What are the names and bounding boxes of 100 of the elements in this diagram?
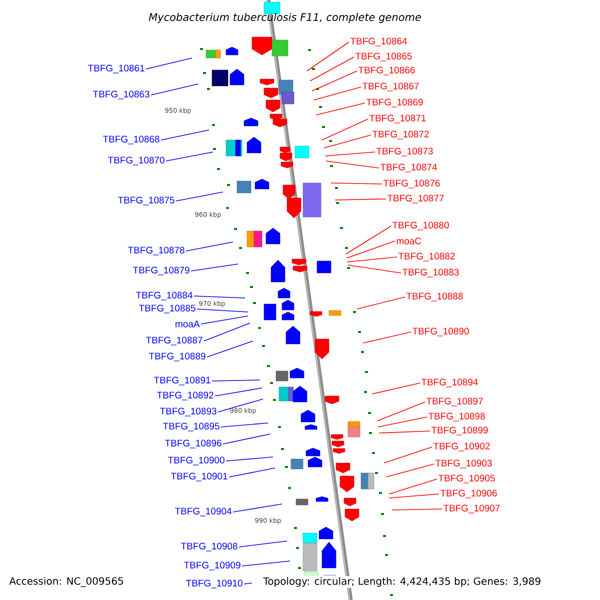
gene-label: TBFG_10905 <box>438 474 495 484</box>
gene-label: TBFG_10878 <box>128 246 184 256</box>
leader-line <box>190 264 238 272</box>
leader-line <box>214 388 262 396</box>
leader-line <box>218 398 264 412</box>
leader-line <box>372 382 420 394</box>
leader-line <box>212 380 260 382</box>
gene-label: TBFG_10877 <box>387 194 444 204</box>
gene-label: TBFG_10910 <box>186 580 242 588</box>
leader-line <box>356 296 406 310</box>
gene-label: TBFG_10892 <box>157 392 214 400</box>
leader-line <box>330 182 382 184</box>
gene-label: TBFG_10866 <box>358 66 415 76</box>
leader-line <box>362 332 412 344</box>
gene-label: TBFG_10872 <box>372 130 429 140</box>
leader-line <box>306 42 350 72</box>
leader-line <box>206 340 254 358</box>
leader-line <box>310 56 354 82</box>
leader-line <box>232 504 282 512</box>
gene-label: TBFG_10889 <box>149 352 206 362</box>
leader-line <box>392 508 442 510</box>
gene-label: TBFG_10893 <box>160 408 216 416</box>
leader-line <box>160 130 210 140</box>
genome-info-text: Topology: circular; Length: 4,424,435 bp; Genes: 3,989 <box>262 576 542 588</box>
leader-line <box>346 226 392 254</box>
gene-label: TBFG_10887 <box>146 336 202 346</box>
gene-label: TBFG_10909 <box>184 562 240 570</box>
leader-line <box>226 456 274 462</box>
gene-label: TBFG_10896 <box>165 440 222 448</box>
leader-line <box>228 468 276 478</box>
gene-label: TBFG_10888 <box>406 292 463 302</box>
leader-line <box>186 242 234 252</box>
gene-label: moaC <box>396 238 422 244</box>
gene-label: TBFG_10876 <box>383 180 440 188</box>
gene-label: TBFG_10891 <box>154 376 210 386</box>
leader-line <box>194 296 246 298</box>
gene-label: TBFG_10864 <box>350 38 407 46</box>
leader-line <box>200 316 248 324</box>
leader-line <box>384 446 432 464</box>
gene-label: TBFG_10904 <box>175 508 232 516</box>
leader-line <box>386 464 434 478</box>
leader-line <box>334 198 386 200</box>
gene-label: TBFG_10899 <box>431 426 488 436</box>
leader-line <box>222 434 270 444</box>
gene-label: TBFG_10894 <box>421 378 478 388</box>
leader-line <box>220 422 268 428</box>
gene-label: TBFG_10868 <box>103 136 160 144</box>
leader-line <box>348 264 402 274</box>
leader-line <box>312 70 358 92</box>
leader-line <box>326 160 380 168</box>
gene-label: TBFG_10895 <box>163 422 220 432</box>
gene-label: TBFG_10900 <box>168 456 224 466</box>
gene-label: TBFG_10898 <box>428 412 485 422</box>
gene-label: TBFG_10885 <box>139 304 196 314</box>
leader-line <box>244 582 252 584</box>
leader-line <box>146 58 192 70</box>
gene-label: TBFG_10890 <box>412 328 469 336</box>
gene-label: TBFG_10897 <box>426 398 483 406</box>
gene-label: TBFG_10883 <box>402 268 459 278</box>
leader-line <box>242 560 290 566</box>
gene-label: TBFG_10903 <box>435 460 492 468</box>
leader-line <box>346 256 398 262</box>
leader-line <box>378 416 428 428</box>
gene-label: TBFG_10863 <box>93 90 150 100</box>
leader-line <box>150 84 198 96</box>
leader-line <box>166 152 214 162</box>
gene-label: TBFG_10871 <box>369 114 426 124</box>
leader-line <box>388 478 438 494</box>
gene-label: TBFG_10884 <box>136 292 193 300</box>
gene-label: TBFG_10880 <box>392 222 449 230</box>
gene-label: TBFG_10870 <box>108 156 164 166</box>
leader-line <box>376 402 426 422</box>
gene-label: TBFG_10861 <box>88 64 144 74</box>
leader-line <box>346 240 396 258</box>
gene-label: TBFG_10874 <box>380 164 437 172</box>
leader-line <box>324 134 372 148</box>
gene-label: TBFG_10908 <box>181 542 238 552</box>
gene-label: TBFG_10882 <box>398 252 455 262</box>
gene-label: TBFG_10875 <box>118 196 174 206</box>
leader-line <box>378 430 430 434</box>
leader-line <box>316 102 366 116</box>
gene-label: TBFG_10901 <box>171 472 228 482</box>
gene-label: moaA <box>176 320 200 328</box>
title: Mycobacterium tuberculosis F11, complete genome <box>148 12 421 24</box>
leader-line <box>322 118 368 140</box>
gene-label: TBFG_10879 <box>133 266 190 276</box>
gene-label: TBFG_10902 <box>433 442 490 452</box>
leader-line <box>196 308 248 312</box>
gene-label: TBFG_10907 <box>443 504 500 514</box>
gene-label: TBFG_10873 <box>376 148 433 156</box>
leader-line <box>314 86 362 100</box>
leader-line <box>388 494 440 498</box>
gene-label: TBFG_10867 <box>362 82 419 92</box>
leader-line <box>324 152 376 156</box>
leader-line <box>176 192 224 202</box>
accession-text: Accession: NC_009565 <box>8 576 125 588</box>
leader-line <box>204 322 250 342</box>
gene-label: TBFG_10865 <box>355 52 412 62</box>
gene-label: TBFG_10869 <box>366 98 423 108</box>
gene-label: TBFG_10906 <box>440 490 497 498</box>
